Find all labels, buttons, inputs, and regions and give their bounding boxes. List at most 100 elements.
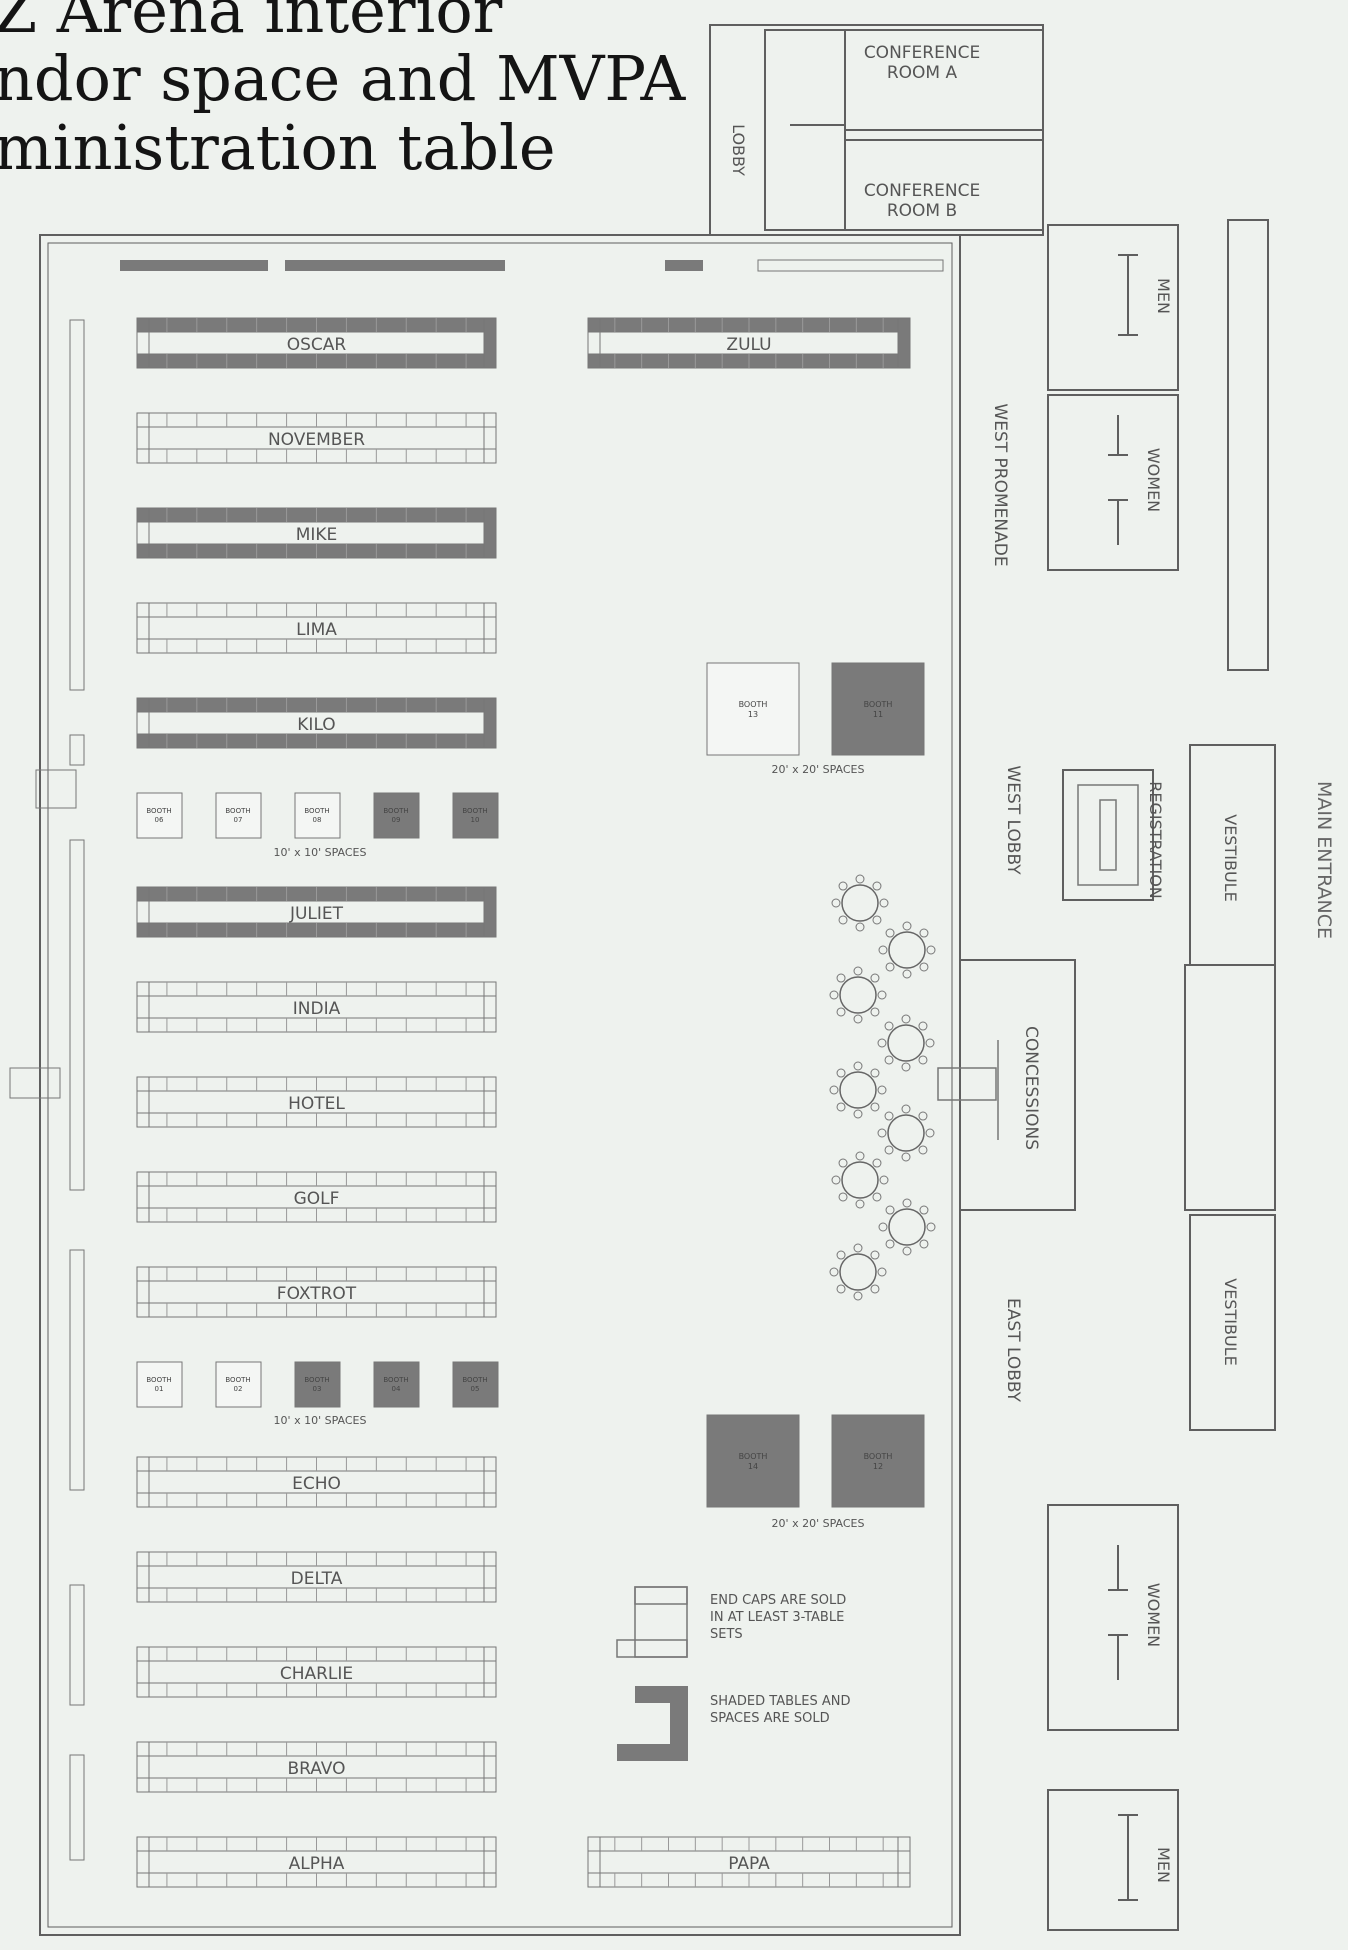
booth-02-box [215,1361,262,1408]
chair [836,1068,846,1078]
chair [870,1284,880,1294]
concession-counter [937,1040,999,1140]
booth-07-word: BOOTH [225,807,250,815]
row-end-cap [483,317,497,369]
chair [885,1205,895,1215]
chair [884,1055,894,1065]
chair [918,1111,928,1121]
row-end-cap [483,1076,497,1128]
title-line-1: Z Arena interior [0,0,503,47]
booth-10-box [452,792,499,839]
booth-05-number: 05 [471,1385,480,1393]
room-men-bottom: MEN [1154,1847,1173,1883]
booth-row-zulu: ZULU [587,317,911,369]
space-20-label-bottom: 20' x 20' SPACES [772,1517,865,1530]
chair [901,1152,911,1162]
chair [902,1198,912,1208]
booth-06-word: BOOTH [146,807,171,815]
booth-03-box [294,1361,341,1408]
chair [831,1175,841,1185]
space-10-label-top: 10' x 10' SPACES [274,846,367,859]
chair [829,1267,839,1277]
chair [879,898,889,908]
booth-row-mike: MIKE [136,507,497,559]
room-men-top: MEN [1154,278,1173,314]
legend-shaded-shape [617,1686,688,1761]
chair [853,1061,863,1071]
chair [855,874,865,884]
chair [838,915,848,925]
round-table-top [841,884,879,922]
booth-04-box [373,1361,420,1408]
chair [870,1102,880,1112]
chair [901,1062,911,1072]
round-table-top [839,976,877,1014]
booth-02-number: 02 [234,1385,243,1393]
row-end-cap [587,1836,601,1888]
booth-06-box [136,792,183,839]
chair [919,1205,929,1215]
booth-row-papa: PAPA [587,1836,911,1888]
chair [836,1007,846,1017]
chair [838,1192,848,1202]
chair [879,1175,889,1185]
booth-04-word: BOOTH [383,1376,408,1384]
booth-rows: OSCARNOVEMBERMIKELIMAKILOJULIETINDIAHOTE… [136,317,911,1888]
booth-row-delta: DELTA [136,1551,497,1603]
legend-shaded-note: SHADED TABLES AND SPACES ARE SOLD [710,1694,851,1726]
chair [877,990,887,1000]
round-table [829,1243,887,1301]
chair [872,1192,882,1202]
chair [829,1085,839,1095]
booth-07-box [215,792,262,839]
booth-08-number: 08 [313,816,322,824]
booth-08-word: BOOTH [304,807,329,815]
chair [853,1109,863,1119]
row-end-cap [587,317,601,369]
round-table [878,1198,936,1256]
chair [855,1199,865,1209]
row-end-cap [136,1456,150,1508]
row-name-foxtrot: FOXTROT [277,1284,357,1304]
chair [877,1267,887,1277]
booth-row-charlie: CHARLIE [136,1646,497,1698]
booth-07-number: 07 [234,816,243,824]
chair [870,973,880,983]
row-end-cap [483,1836,497,1888]
booth-03-number: 03 [313,1385,322,1393]
booth-14-number: 14 [748,1462,758,1471]
round-table-top [887,1114,925,1152]
row-end-cap [483,1551,497,1603]
round-table-top [841,1161,879,1199]
row-name-alpha: ALPHA [289,1854,345,1874]
chair [885,1239,895,1249]
round-table-top [887,1024,925,1062]
booth-04-number: 04 [392,1385,401,1393]
row-end-cap [483,1646,497,1698]
row-end-cap [136,1741,150,1793]
chair [829,990,839,1000]
booth-row-india: INDIA [136,981,497,1033]
chair [853,1014,863,1024]
row-end-cap [897,1836,911,1888]
chair [855,1151,865,1161]
booth-01-number: 01 [155,1385,164,1393]
booth-row-oscar: OSCAR [136,317,497,369]
room-women-top: WOMEN [1144,448,1163,512]
chair [884,1145,894,1155]
room-conference-b: CONFERENCE [864,181,980,201]
row-name-oscar: OSCAR [287,335,347,355]
row-name-golf: GOLF [294,1189,340,1209]
booth-12-word: BOOTH [864,1452,893,1461]
space-20-label-top: 20' x 20' SPACES [772,763,865,776]
round-table [831,1151,889,1209]
booth-14-box [706,1414,800,1508]
room-conference-b-sub: ROOM B [887,201,957,221]
row-name-charlie: CHARLIE [280,1664,353,1684]
